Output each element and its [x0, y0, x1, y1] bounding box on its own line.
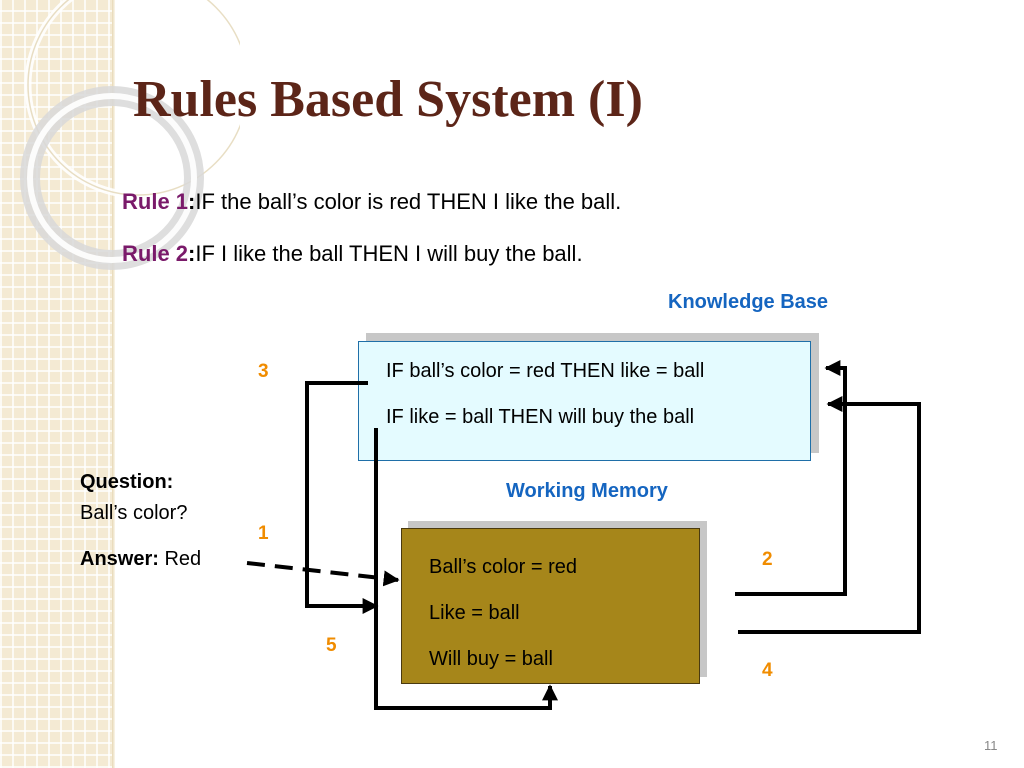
step-number-5: 5 [326, 635, 337, 656]
arrow-5 [374, 428, 558, 710]
working-memory-box [401, 528, 700, 684]
wm-fact-line-1: Ball’s color = red [429, 556, 578, 578]
answer-text: Red [164, 548, 202, 570]
knowledge-base-box [358, 341, 811, 461]
decorative-circles [20, 0, 240, 270]
slide-title: Rules Based System (I) [133, 71, 643, 128]
answer-line: Answer: Red [80, 548, 201, 571]
rule-1-label: Rule 1: [122, 189, 196, 214]
kb-rule-line-2: IF like = ball THEN will buy the ball [386, 406, 695, 428]
page-number: 11 [984, 738, 998, 753]
step-number-3: 3 [258, 361, 269, 382]
arrow-2 [735, 360, 847, 596]
question-text: Ball’s color? [80, 502, 188, 524]
rule-1: Rule 1:IF the ball’s color is red THEN I… [122, 189, 621, 215]
sidebar-edge [112, 0, 115, 768]
step-number-2: 2 [762, 549, 773, 570]
answer-label: Answer: [80, 548, 159, 570]
step-number-1: 1 [258, 523, 269, 544]
knowledge-base-label: Knowledge Base [668, 291, 829, 313]
wm-fact-line-3: Will buy = ball [429, 648, 553, 670]
kb-rule-line-1: IF ball’s color = red THEN like = ball [386, 360, 705, 382]
question-label: Question: [80, 471, 174, 493]
arrow-1-dashed [246, 561, 400, 587]
rule-2-label: Rule 2: [122, 241, 196, 266]
wm-fact-line-2: Like = ball [429, 602, 520, 624]
rule-1-text: IF the ball’s color is red THEN I like t… [195, 189, 622, 214]
arrow-3 [305, 381, 379, 614]
rule-2: Rule 2:IF I like the ball THEN I will bu… [122, 241, 583, 267]
arrow-4 [738, 396, 921, 634]
rule-2-text: IF I like the ball THEN I will buy the b… [195, 241, 583, 266]
step-number-4: 4 [762, 660, 773, 681]
working-memory-label: Working Memory [506, 480, 668, 502]
